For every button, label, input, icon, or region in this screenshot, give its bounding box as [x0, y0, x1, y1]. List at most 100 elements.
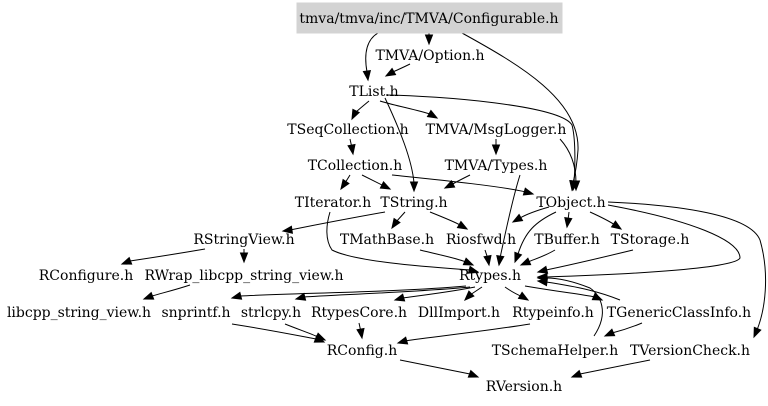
node-tschemahelper[interactable]: TSchemaHelper.h — [492, 343, 619, 359]
node-tcollection[interactable]: TCollection.h — [308, 158, 403, 174]
edge-snprintf-rconfig — [231, 323, 317, 340]
node-strlcpy[interactable]: strlcpy.h — [241, 305, 301, 321]
arrowhead-tbuffer-rtypes — [519, 257, 532, 266]
edges — [120, 32, 767, 378]
arrowhead-tseqcollection-tcollection — [347, 143, 356, 156]
node-rconfig[interactable]: RConfig.h — [327, 343, 397, 359]
node-rtypescore[interactable]: RtypesCore.h — [311, 305, 407, 321]
arrowhead-tobject-tversioncheck — [753, 326, 762, 339]
arrowhead-rtypes-rtypeinfo — [517, 291, 530, 301]
node-rtypeinfo[interactable]: Rtypeinfo.h — [512, 305, 594, 321]
edge-titerator-rtypes — [326, 211, 471, 271]
arrowhead-tlist-tstring — [409, 181, 419, 193]
arrowhead-rtypeinfo-rconfig — [396, 336, 409, 345]
edge-option-tlist — [392, 63, 411, 73]
arrowhead-tobject-rtypes — [514, 251, 523, 264]
arrowhead-rtypes-strlcpy — [294, 292, 307, 301]
root-node-box — [296, 2, 563, 34]
edge-tversioncheck-rversion — [579, 359, 651, 375]
arrowhead-tobject-tbuffer — [564, 216, 573, 229]
edge-rtypeinfo-rconfig — [404, 323, 531, 342]
node-rstringview[interactable]: RStringView.h — [193, 232, 294, 248]
arrowhead-types-rtypes — [496, 254, 505, 267]
node-libcpp[interactable]: libcpp_string_view.h — [7, 305, 151, 321]
node-tmathbase[interactable]: TMathBase.h — [340, 232, 434, 248]
edge-tobject-rtypes — [517, 211, 557, 255]
arrowhead-tobject-tstorage — [610, 220, 623, 230]
arrowhead-tstorage-rtypes — [536, 265, 549, 274]
arrowhead-tlist-tseqcollection — [351, 108, 361, 121]
edge-tstring-rstringview — [289, 211, 386, 231]
edge-tcollection-tstring — [361, 174, 385, 187]
node-configurable[interactable]: tmva/tmva/inc/TMVA/Configurable.h — [299, 11, 558, 27]
arrowhead-tcollection-titerator — [340, 178, 350, 191]
arrowhead-tgenericclassinfo-rtypes — [536, 277, 548, 287]
node-tbuffer[interactable]: TBuffer.h — [534, 232, 600, 248]
edge-msglogger-tobject — [559, 138, 577, 184]
edge-tschemahelper-rtypes — [545, 277, 603, 337]
arrowhead-rtypescore-rconfig — [356, 327, 365, 340]
edge-tobject-tversioncheck — [607, 201, 767, 331]
node-rversion[interactable]: RVersion.h — [486, 379, 562, 395]
edge-rconfig-rversion — [399, 359, 471, 375]
arrowhead-tlist-msglogger — [426, 109, 439, 119]
arrowhead-configurable-tlist — [362, 70, 372, 82]
arrowhead-option-tlist — [384, 67, 397, 77]
node-rwrap[interactable]: RWrap_libcpp_string_view.h — [144, 268, 343, 284]
node-tobject[interactable]: TObject.h — [536, 195, 605, 211]
edge-tobject-rtypes2 — [545, 204, 741, 278]
node-snprintf[interactable]: snprintf.h — [161, 305, 230, 321]
arrowhead-rconfig-rversion — [467, 369, 480, 378]
arrowhead-rwrap-libcpp — [142, 291, 155, 300]
arrowhead-msglogger-tobject — [571, 180, 581, 192]
arrowhead-types-tstring — [443, 179, 456, 189]
edge-tobject-tstorage — [589, 211, 616, 226]
node-tstring[interactable]: TString.h — [380, 195, 447, 211]
node-rconfigure[interactable]: RConfigure.h — [39, 268, 133, 284]
edge-rtypes-snprintf — [239, 285, 467, 297]
arrowhead-tgenericclassinfo-tschemahelper — [603, 328, 616, 337]
arrowhead-rtypes-dllimport — [464, 290, 475, 301]
node-tseqcollection[interactable]: TSeqCollection.h — [287, 122, 408, 138]
node-tversioncheck[interactable]: TVersionCheck.h — [630, 343, 750, 359]
node-tlist[interactable]: TList.h — [349, 84, 398, 100]
node-tstorage[interactable]: TStorage.h — [611, 232, 690, 248]
arrowhead-tstring-tmathbase — [391, 217, 401, 230]
edge-tmathbase-rtypes — [419, 249, 467, 263]
edge-rtypes-strlcpy — [303, 286, 471, 298]
arrowhead-msglogger-types — [491, 144, 501, 156]
node-option[interactable]: TMVA/Option.h — [375, 48, 484, 64]
edge-rstringview-rconfigure — [129, 248, 206, 262]
edge-configurable-tlist — [365, 32, 379, 73]
edge-types-rtypes — [499, 174, 521, 259]
node-riosfwd[interactable]: Riosfwd.h — [446, 232, 516, 248]
arrowhead-tmathbase-rtypes — [462, 257, 475, 266]
node-tgenericclassinfo[interactable]: TGenericClassInfo.h — [607, 305, 751, 321]
arrowhead-tstring-rstringview — [281, 225, 294, 234]
arrowhead-riosfwd-rtypes — [483, 254, 492, 267]
node-rtypes[interactable]: Rtypes.h — [459, 268, 521, 284]
edge-rwrap-libcpp — [151, 284, 191, 297]
edge-tlist-msglogger — [379, 100, 431, 115]
edge-strlcpy-rconfig — [284, 323, 319, 338]
arrowhead-tversioncheck-rversion — [570, 369, 583, 378]
edge-rtypes-rtypescore — [401, 286, 476, 299]
node-types[interactable]: TMVA/Types.h — [445, 158, 548, 174]
arrowhead-tcollection-tobject — [522, 187, 535, 196]
arrowhead-titerator-rtypes — [467, 265, 480, 274]
node-msglogger[interactable]: TMVA/MsgLogger.h — [426, 122, 567, 138]
edge-tobject-riosfwd — [519, 206, 550, 219]
node-titerator[interactable]: TIterator.h — [295, 195, 372, 211]
node-dllimport[interactable]: DllImport.h — [418, 305, 500, 321]
arrowhead-strlcpy-rconfig — [314, 332, 327, 341]
arrowhead-configurable-option — [424, 34, 434, 46]
edge-tstring-riosfwd — [429, 211, 461, 226]
nodes: tmva/tmva/inc/TMVA/Configurable.h TMVA/O… — [7, 2, 751, 395]
arrowhead-rstringview-rconfigure — [120, 256, 133, 265]
arrowhead-rtypes-rtypescore — [393, 293, 406, 302]
arrowhead-tstring-riosfwd — [456, 220, 469, 230]
edge-tlist-tobject — [385, 94, 576, 184]
edge-tstorage-rtypes — [545, 249, 634, 271]
edge-tgenericclassinfo-rtypes — [545, 281, 621, 301]
